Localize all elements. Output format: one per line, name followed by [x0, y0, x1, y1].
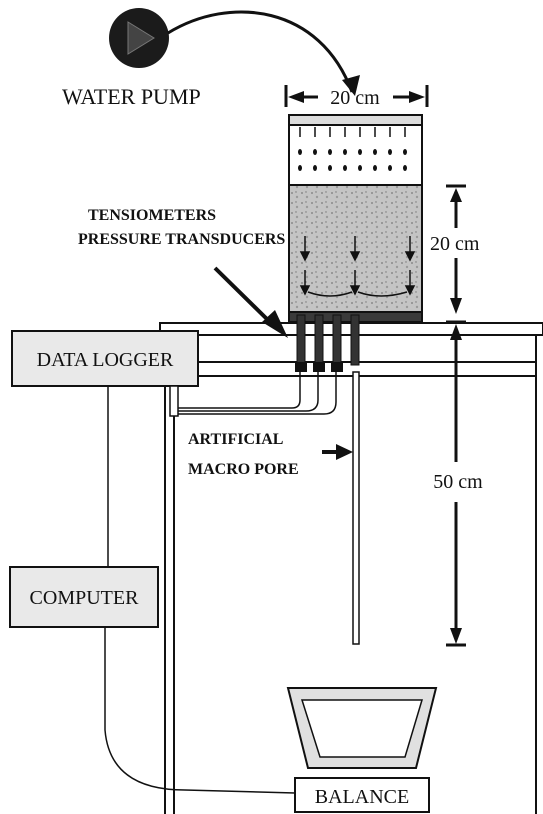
- tensiometers: [295, 314, 360, 372]
- tensiometers-label: TENSIOMETERS: [88, 207, 216, 224]
- drip-emitters: [299, 127, 406, 137]
- infiltration-arrows: [299, 236, 416, 297]
- computer-balance-cable: [104, 627, 296, 794]
- collection-vessel: [286, 687, 438, 769]
- artificial-macro-pore: [352, 371, 360, 645]
- water-pump-label: WATER PUMP: [62, 84, 201, 109]
- macro-pore-label: MACRO PORE: [188, 461, 299, 478]
- water-pump: [109, 8, 169, 68]
- column-water-space: [288, 124, 423, 186]
- width-dimension: 20 cm: [284, 85, 429, 109]
- column-top-plate: [288, 114, 423, 126]
- width-dimension-label: 20 cm: [330, 87, 380, 109]
- artificial-label: ARTIFICIAL: [188, 431, 283, 448]
- computer-box: [9, 566, 159, 628]
- column-height-label: 50 cm: [433, 471, 483, 493]
- pump-play-icon: [127, 21, 155, 55]
- computer-label: COMPUTER: [30, 587, 140, 609]
- balance-box: [294, 777, 430, 813]
- cable-connector: [169, 385, 179, 417]
- soil-height-label: 20 cm: [430, 233, 480, 255]
- balance-label: BALANCE: [315, 786, 409, 808]
- macro-pore-pointer-head: [336, 444, 353, 460]
- soil-column: [288, 114, 423, 323]
- tensiometer-pointer-head: [262, 310, 288, 338]
- tensiometer-pointer-line: [213, 266, 274, 326]
- data-logger-box: [11, 330, 199, 387]
- pressure-transducers-label: PRESSURE TRANSDUCERS: [78, 231, 285, 248]
- column-height-dimension: 50 cm: [433, 320, 483, 647]
- pump-feed-arrowhead: [342, 75, 360, 96]
- transducer-cables: [178, 372, 337, 415]
- data-logger-label: DATA LOGGER: [37, 349, 174, 371]
- soil-height-dimension: 20 cm: [430, 184, 480, 314]
- pump-feed-arrow: [167, 10, 354, 93]
- water-drops: [298, 149, 407, 171]
